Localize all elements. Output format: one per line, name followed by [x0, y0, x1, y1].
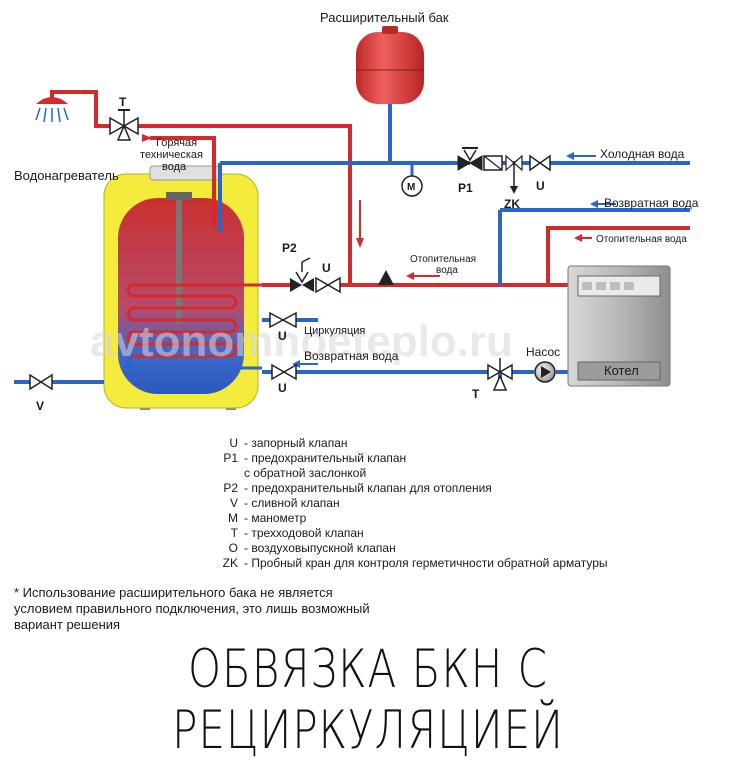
legend-code: U	[229, 436, 238, 450]
legend-code: P1	[223, 451, 238, 465]
shower-head-icon	[35, 97, 69, 123]
marker-u-top: U	[536, 179, 545, 193]
label-heating-water-mid-1: Отопительная	[410, 254, 476, 265]
check-valve-icon	[483, 155, 503, 171]
legend-row: ZK - Пробный кран для контроля герметично…	[208, 556, 728, 571]
label-circulation: Циркуляция	[304, 325, 365, 337]
label-water-heater: Водонагреватель	[14, 168, 119, 183]
legend-row: P1 - предохранительный клапан	[208, 451, 728, 466]
label-hot-tech-water-2: техническая	[140, 149, 203, 161]
legend-text: - Пробный кран для контроля герметичност…	[244, 556, 608, 570]
marker-v: V	[36, 399, 44, 413]
heat-exchanger-coil	[126, 283, 262, 370]
marker-t-bottom: T	[472, 387, 480, 401]
footnote: * Использование расширительного бака не …	[14, 585, 574, 633]
legend-text: - трехходовой клапан	[244, 526, 364, 540]
legend-text: - предохранительный клапан для отопления	[244, 481, 492, 495]
marker-zk: ZK	[504, 197, 520, 211]
schematic: avtonomnoeteplo.ru Расширительный бак Го…	[14, 10, 699, 413]
three-way-valve-bottom-icon	[487, 358, 513, 391]
legend-code: ZK	[222, 556, 238, 570]
marker-p2: P2	[282, 241, 297, 255]
legend-row: с обратной заслонкой	[208, 466, 728, 481]
boiler	[567, 265, 671, 387]
label-heating-water-mid-2: вода	[436, 265, 458, 276]
label-hot-tech-water-3: вода	[162, 161, 187, 173]
label-hot-tech-water-1: Горячая	[156, 137, 197, 149]
expansion-tank	[356, 26, 424, 104]
safety-valve-p2-icon	[290, 257, 314, 292]
legend-text: - запорный клапан	[244, 436, 348, 450]
cold-pipes	[14, 104, 690, 390]
label-cold-water: Холодная вода	[600, 147, 685, 161]
marker-t-top: T	[119, 95, 127, 109]
legend-code: M	[228, 511, 238, 525]
legend-row: P2 - предохранительный клапан для отоплен…	[208, 481, 728, 496]
marker-u-p2: U	[322, 261, 331, 275]
legend-code: O	[228, 541, 238, 555]
legend-code: T	[230, 526, 238, 540]
legend-text: с обратной заслонкой	[244, 466, 367, 480]
legend-row: O - воздуховыпускной клапан	[208, 541, 728, 556]
legend-text: - сливной клапан	[244, 496, 340, 510]
three-way-valve-top-icon	[109, 109, 139, 141]
shutoff-valve-top-icon	[529, 154, 551, 172]
legend-code: P2	[223, 481, 238, 495]
flow-arrows	[142, 134, 616, 368]
footnote-line-3: вариант решения	[14, 617, 121, 632]
shutoff-valve-p2-icon	[315, 276, 341, 294]
marker-u-return: U	[278, 381, 287, 395]
footnote-line-2: условием правильного подключения, это ли…	[14, 601, 370, 616]
safety-valve-p1-icon	[457, 147, 483, 171]
legend-code: V	[229, 496, 238, 510]
marker-u-circulation: U	[278, 329, 287, 343]
legend-text: - предохранительный клапан	[244, 451, 407, 465]
footnote-line-1: * Использование расширительного бака не …	[14, 585, 333, 600]
test-tap-zk-icon	[505, 154, 523, 194]
manometer-icon	[401, 175, 423, 197]
marker-p1: P1	[458, 181, 473, 195]
label-boiler: Котел	[604, 363, 639, 378]
shutoff-valve-return-icon	[271, 363, 297, 381]
watermark: avtonomnoeteplo.ru	[90, 317, 513, 366]
shutoff-valve-circulation-icon	[269, 311, 297, 329]
drain-valve-icon	[29, 373, 53, 391]
marker-m: M	[407, 182, 415, 193]
air-vent-icon	[378, 270, 394, 285]
label-heating-water-right: Отопительная вода	[596, 234, 687, 245]
legend-row: V - сливной клапан	[208, 496, 728, 511]
label-pump: Насос	[526, 345, 560, 359]
pump-icon	[534, 361, 556, 383]
label-return-water-right: Возвратная вода	[604, 196, 699, 210]
legend-row: T - трехходовой клапан	[208, 526, 728, 541]
legend-text: - воздуховыпускной клапан	[244, 541, 396, 555]
label-return-water-bottom: Возвратная вода	[304, 349, 399, 363]
legend-row: U - запорный клапан	[208, 436, 728, 451]
page-title: ОБВЯЗКА БКН С РЕЦИРКУЛЯЦИЕЙ	[172, 638, 564, 761]
legend-text: - манометр	[244, 511, 307, 525]
legend-row: M - манометр	[208, 511, 728, 526]
label-expansion-tank: Расширительный бак	[320, 10, 449, 25]
hot-pipes	[50, 90, 690, 287]
